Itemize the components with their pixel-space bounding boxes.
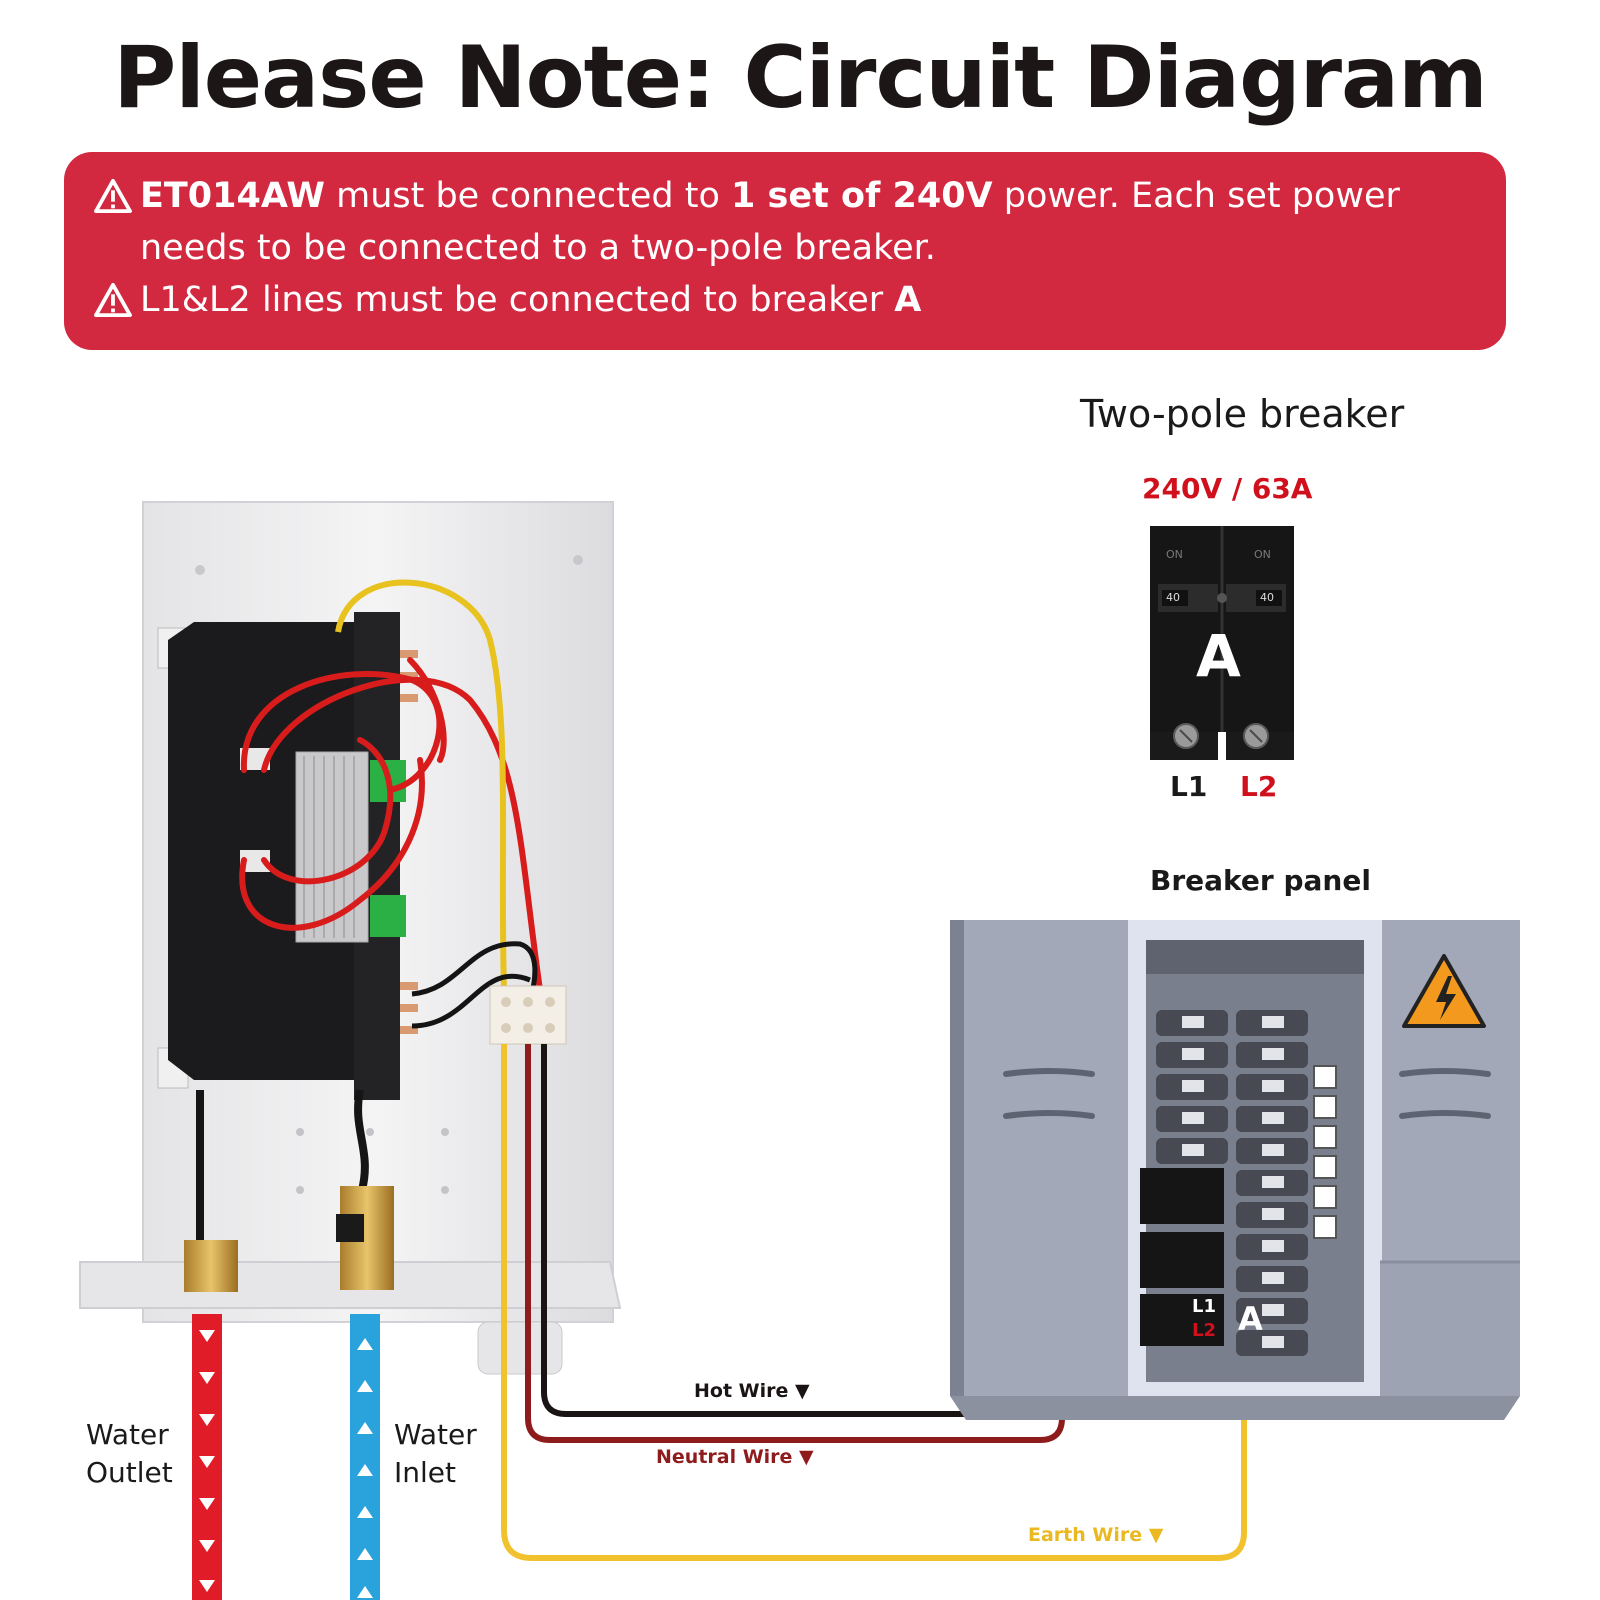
warning-note-2: L1&L2 lines must be connected to breaker… — [94, 274, 1484, 333]
neutral-wire-label: Neutral Wire ▼ — [656, 1446, 814, 1468]
note2-text: L1&L2 lines must be connected to breaker — [140, 280, 895, 320]
terminal-block — [489, 985, 567, 1045]
note1-text-b: power. Each set power needs to be connec… — [140, 176, 1400, 268]
note1-text-a: must be connected to — [324, 176, 731, 216]
two-pole-breaker-heading: Two-pole breaker — [1080, 392, 1405, 436]
breaker-panel-heading: Breaker panel — [1150, 864, 1371, 897]
water-outlet-label: Water Outlet — [86, 1416, 173, 1492]
water-outlet-line1: Water — [86, 1418, 169, 1451]
water-outlet-pipe — [192, 1314, 222, 1600]
water-inlet-label: Water Inlet — [394, 1416, 477, 1492]
earth-wire — [501, 1044, 1247, 1561]
water-outlet-line2: Outlet — [86, 1456, 173, 1489]
breaker-amp-right: 40 — [1260, 591, 1274, 604]
breaker-amp-left: 40 — [1166, 591, 1180, 604]
outlet-fitting — [184, 1240, 238, 1292]
breaker-panel — [950, 920, 1520, 1420]
water-heater-unit — [79, 501, 622, 1375]
water-inlet-line2: Inlet — [394, 1456, 456, 1489]
breaker-letter: A — [1196, 622, 1241, 690]
power-spec: 1 set of 240V — [731, 176, 993, 216]
hot-wire-label: Hot Wire ▼ — [694, 1380, 810, 1402]
breaker-on-label-left: ON — [1166, 548, 1183, 561]
panel-breaker-letter: A — [1238, 1300, 1263, 1338]
model-name: ET014AW — [140, 176, 325, 216]
breaker-rating: 240V / 63A — [1142, 472, 1313, 505]
page-title: Please Note: Circuit Diagram — [113, 28, 1487, 128]
water-inlet-pipe — [350, 1314, 380, 1600]
water-inlet-line1: Water — [394, 1418, 477, 1451]
two-pole-breaker — [1150, 526, 1294, 760]
high-voltage-icon — [1402, 954, 1486, 1028]
earth-wire-label: Earth Wire ▼ — [1028, 1524, 1164, 1546]
warning-note-1: ET014AW must be connected to 1 set of 24… — [94, 170, 1484, 274]
panel-l2-label: L2 — [1192, 1320, 1216, 1341]
panel-l1-label: L1 — [1192, 1296, 1216, 1317]
warning-triangle-icon — [94, 274, 140, 333]
breaker-l2-label: L2 — [1240, 770, 1278, 803]
warning-triangle-icon — [94, 170, 140, 229]
breaker-l1-label: L1 — [1170, 770, 1208, 803]
breaker-on-label-right: ON — [1254, 548, 1271, 561]
note2-breaker: A — [894, 280, 922, 320]
panel-breaker-a — [1140, 1294, 1224, 1346]
internal-red-wires — [239, 657, 543, 993]
warning-banner: ET014AW must be connected to 1 set of 24… — [64, 152, 1506, 350]
